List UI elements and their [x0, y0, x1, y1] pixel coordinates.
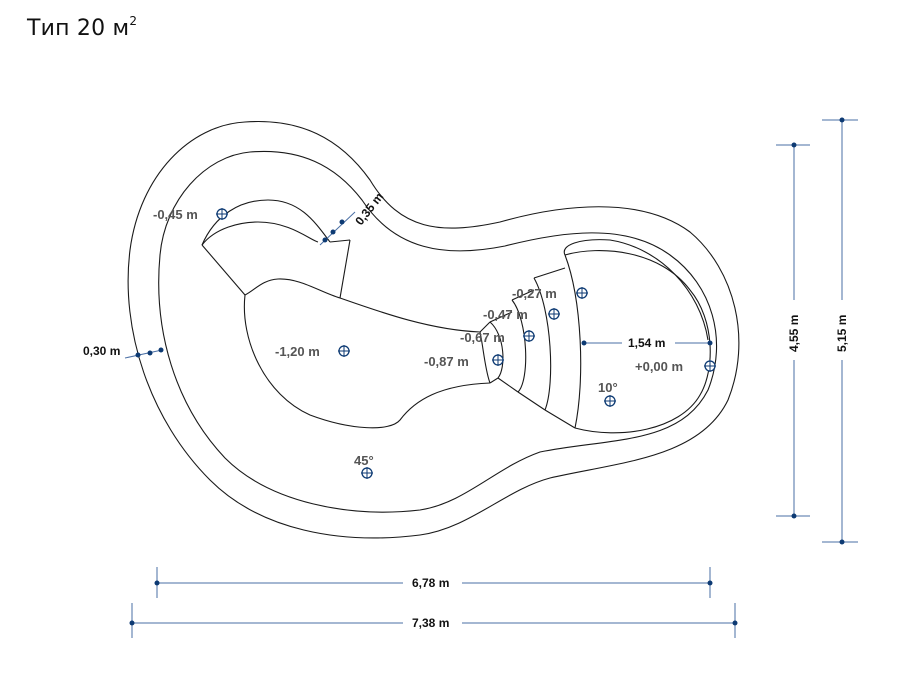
depth-marker-step-1: -0,27 m	[512, 286, 588, 301]
bench-left-side	[201, 244, 246, 296]
wall-left-label: 0,30 m	[83, 344, 120, 358]
depth-label-step-1: -0,27 m	[512, 286, 557, 301]
depth-marker-bench: -0,45 m	[153, 207, 228, 222]
stair-step-3	[489, 289, 546, 411]
inner-width-dim-dot	[791, 513, 797, 519]
inner-width-label: 4,55 m	[787, 315, 801, 352]
bench-right-side	[339, 239, 351, 299]
depth-marker-step-4: -0,87 m	[424, 354, 504, 369]
wall-left-dim-dot	[158, 347, 164, 353]
stair-step-1	[533, 254, 582, 429]
step-width-label: 1,54 m	[628, 336, 665, 350]
slope-marker-main: 45°	[354, 453, 374, 479]
slope-label-main: 45°	[354, 453, 374, 468]
depth-label-entry: +0,00 m	[635, 359, 683, 374]
wall-left-dim-line	[124, 349, 163, 359]
wall-top-dim-dot	[339, 219, 345, 225]
inner-length-dim-dot	[154, 580, 160, 586]
depth-label-step-2: -0,47 m	[483, 307, 528, 322]
pool-outer-outline	[127, 120, 740, 539]
depth-label-step-3: -0,67 m	[460, 330, 505, 345]
outer-length-dim-dot	[732, 620, 738, 626]
bench-right-edge	[329, 239, 351, 243]
entry-lobe-curve	[563, 239, 709, 341]
depth-marker-entry: +0,00 m	[635, 359, 716, 374]
bench-inner-edge	[201, 221, 319, 246]
depth-label-main: -1,20 m	[275, 344, 320, 359]
wall-left-dim-dot	[135, 352, 141, 358]
bench-outline	[201, 199, 331, 246]
depth-label-step-4: -0,87 m	[424, 354, 469, 369]
slope-label-entry: 10°	[598, 380, 618, 395]
inner-width-dim-dot	[791, 142, 797, 148]
inner-length-label: 6,78 m	[412, 576, 449, 590]
deep-zone-outline	[243, 278, 491, 429]
slope-marker-entry: 10°	[598, 380, 618, 407]
pool-inner-outline	[158, 150, 718, 513]
outer-width-label: 5,15 m	[835, 315, 849, 352]
depth-marker-step-2: -0,47 m	[483, 307, 560, 322]
stair-step-2	[511, 267, 576, 429]
inner-length-dim-dot	[707, 580, 713, 586]
title-superscript: 2	[129, 14, 138, 28]
outer-width-dim-dot	[839, 539, 845, 545]
step-width-dim-dot	[707, 340, 713, 346]
wall-left-dim-dot	[147, 350, 153, 356]
stair-step-4	[479, 311, 519, 393]
wall-top-dim-dot	[330, 229, 336, 235]
depth-label-bench: -0,45 m	[153, 207, 198, 222]
outer-length-label: 7,38 m	[412, 616, 449, 630]
step-width-dim-dot	[581, 340, 587, 346]
page-title: Тип 20 м2	[27, 14, 137, 41]
outer-width-dim-dot	[839, 117, 845, 123]
title-text: Тип 20 м	[27, 16, 130, 41]
wall-top-dim-dot	[322, 237, 328, 243]
outer-length-dim-dot	[129, 620, 135, 626]
depth-marker-step-3: -0,67 m	[460, 330, 535, 345]
depth-marker-main: -1,20 m	[275, 344, 350, 359]
